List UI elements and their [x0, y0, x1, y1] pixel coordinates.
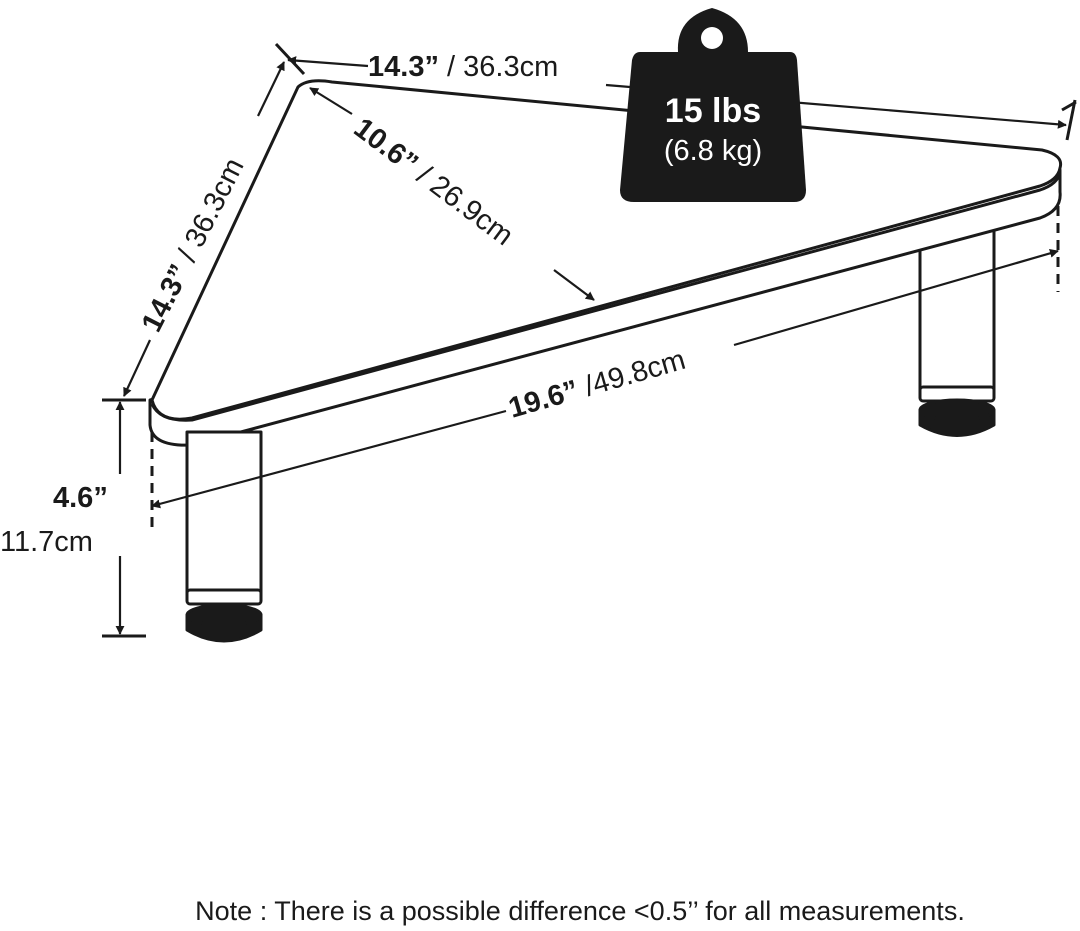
- right-leg: [918, 213, 996, 437]
- weight-lbs-label: 15 lbs: [665, 92, 761, 130]
- measurement-note: Note : There is a possible difference <0…: [195, 896, 965, 926]
- left-leg: [185, 430, 263, 643]
- height-in-label: 4.6”: [53, 482, 108, 514]
- top-edge-label: 14.3” / 36.3cm: [368, 51, 558, 83]
- stand-illustration: [148, 79, 1063, 643]
- weight-kg-label: (6.8 kg): [664, 135, 762, 167]
- weight-icon: 15 lbs (6.8 kg): [620, 8, 806, 202]
- dimension-lines: [102, 42, 1077, 638]
- height-cm-label: 11.7cm: [0, 526, 93, 558]
- front-edge-label: 19.6” /49.8cm: [505, 344, 689, 425]
